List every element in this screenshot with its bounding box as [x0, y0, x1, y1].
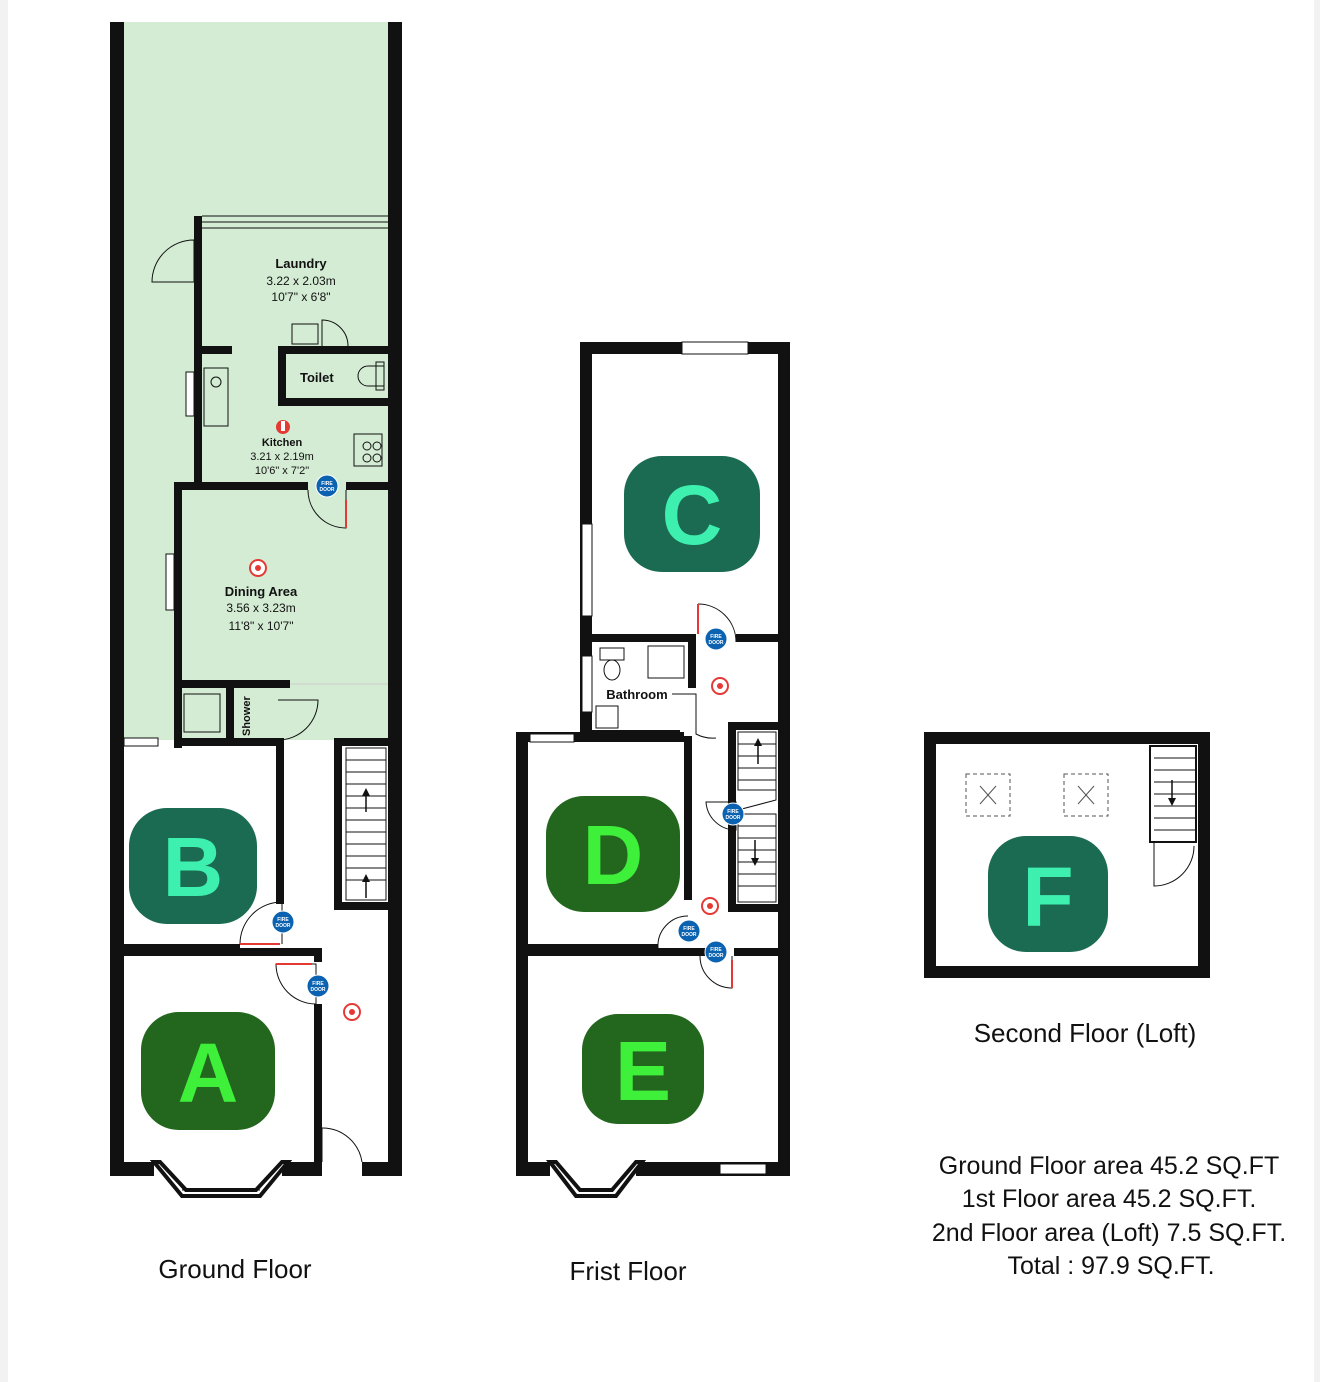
toilet-basin-icon: [291, 323, 319, 345]
svg-text:C: C: [662, 468, 723, 562]
room-a-fire-door-swing: [275, 963, 317, 1005]
wc-icon: [357, 365, 384, 387]
svg-text:FIRE: FIRE: [710, 634, 722, 640]
room-c-side-window: [581, 523, 593, 617]
dining-size-ft: 11'8" x 10'7": [229, 619, 294, 633]
fire-door-icon: FIRE DOOR: [306, 974, 330, 998]
dining-label: Dining Area: [225, 584, 298, 599]
bath-basin-icon: [595, 705, 619, 729]
second-floor-plan: F Second Floor (Loft): [924, 732, 1210, 1048]
svg-text:DOOR: DOOR: [320, 487, 335, 493]
sink-icon: [203, 367, 229, 427]
svg-text:DOOR: DOOR: [682, 932, 697, 938]
svg-text:DOOR: DOOR: [726, 815, 741, 821]
fire-door-icon: FIRE DOOR: [704, 627, 728, 651]
svg-text:F: F: [1022, 850, 1073, 944]
svg-text:DOOR: DOOR: [709, 640, 724, 646]
shower-door-icon: [277, 699, 319, 741]
bathroom-door-icon: [672, 693, 717, 739]
svg-text:FIRE: FIRE: [710, 947, 722, 953]
svg-text:DOOR: DOOR: [709, 953, 724, 959]
dining-size-m: 3.56 x 3.23m: [226, 601, 295, 615]
fire-door-icon: FIRE DOOR: [271, 910, 295, 934]
room-c-fire-door-swing: [697, 603, 737, 643]
skylight-icon: [1063, 773, 1109, 817]
svg-text:FIRE: FIRE: [683, 926, 695, 932]
toilet-label: Toilet: [300, 370, 334, 385]
svg-text:B: B: [163, 820, 224, 914]
laundry-size-ft: 10'7" x 6'8": [271, 290, 330, 304]
kitchen-size-ft: 10'6" x 7'2": [255, 465, 309, 477]
hob-icon: [353, 433, 383, 467]
kitchen-size-m: 3.21 x 2.19m: [250, 451, 314, 463]
skylight-icon: [965, 773, 1011, 817]
loft-walls: [924, 732, 1210, 978]
area-summary: Ground Floor area 45.2 SQ.FT 1st Floor a…: [932, 1152, 1286, 1280]
room-d-window: [529, 733, 575, 743]
second-floor-caption: Second Floor (Loft): [974, 1018, 1197, 1048]
dining-window: [165, 553, 175, 611]
toilet-door-icon: [321, 319, 349, 347]
room-d-fire-door-swing: [657, 915, 689, 949]
bathroom-label: Bathroom: [606, 687, 667, 702]
svg-text:FIRE: FIRE: [727, 809, 739, 815]
bath-toilet-icon: [599, 647, 625, 661]
svg-text:FIRE: FIRE: [277, 917, 289, 923]
ground-wall-right: [388, 22, 402, 1176]
room-e-fire-door-swing: [699, 955, 733, 989]
bay-window: [545, 1160, 647, 1198]
svg-text:DOOR: DOOR: [311, 987, 326, 993]
svg-text:FIRE: FIRE: [312, 981, 324, 987]
stairs-icon: [1149, 745, 1197, 843]
loft-door-icon: [1153, 842, 1195, 887]
room-f-badge: F: [988, 836, 1108, 952]
shower-tray-icon: [183, 693, 221, 733]
page-edge-left: [0, 0, 8, 1382]
bath-shower-icon: [647, 645, 685, 679]
svg-text:A: A: [178, 1026, 239, 1120]
ground-floor-area: Ground Floor area 45.2 SQ.FT: [939, 1152, 1279, 1180]
room-a-badge: A: [141, 1012, 275, 1130]
stairs-icon: [737, 731, 777, 903]
fire-door-icon: FIRE DOOR: [704, 940, 728, 964]
kitchen-fire-door-swing: [307, 489, 347, 529]
kitchen-window: [185, 371, 195, 417]
shower-label: Shower: [241, 696, 253, 736]
bay-window: [149, 1160, 293, 1198]
ground-floor-caption: Ground Floor: [158, 1254, 312, 1284]
fire-door-icon: FIRE DOOR: [677, 919, 701, 943]
room-c-badge: C: [624, 456, 760, 572]
total-area: Total : 97.9 SQ.FT.: [1007, 1252, 1214, 1280]
second-floor-area: 2nd Floor area (Loft) 7.5 SQ.FT.: [932, 1219, 1286, 1247]
fire-door-icon: FIRE DOOR: [315, 474, 339, 498]
first-floor-caption: Frist Floor: [570, 1256, 687, 1286]
garden: [124, 22, 388, 740]
first-floor-plan: FIRE DOOR C Bathroom: [516, 341, 790, 1286]
svg-text:E: E: [615, 1024, 671, 1118]
laundry-size-m: 3.22 x 2.03m: [266, 274, 335, 288]
landing-fire-door-swing: [705, 801, 737, 831]
front-door-icon: [321, 1127, 363, 1163]
ground-floor-plan: Toilet Laundry 3.22 x 2.03m 10'7" x 6'8"…: [110, 22, 402, 1284]
ground-wall-left: [110, 22, 124, 1176]
kitchen-label: Kitchen: [262, 437, 303, 449]
first-floor-area: 1st Floor area 45.2 SQ.FT.: [962, 1185, 1257, 1213]
svg-text:DOOR: DOOR: [276, 923, 291, 929]
svg-text:FIRE: FIRE: [321, 481, 333, 487]
room-b-fire-door-swing: [239, 901, 283, 945]
room-d-badge: D: [546, 796, 680, 912]
room-e-badge: E: [582, 1014, 704, 1124]
svg-text:D: D: [583, 808, 644, 902]
laundry-door-icon: [151, 239, 195, 283]
room-b-badge: B: [129, 808, 257, 924]
fire-door-icon: FIRE DOOR: [721, 802, 745, 826]
bathroom-window: [581, 655, 593, 713]
page-edge-right: [1314, 0, 1320, 1382]
stairs-icon: [345, 747, 387, 901]
room-c-window: [681, 341, 749, 355]
laundry-label: Laundry: [275, 256, 327, 271]
